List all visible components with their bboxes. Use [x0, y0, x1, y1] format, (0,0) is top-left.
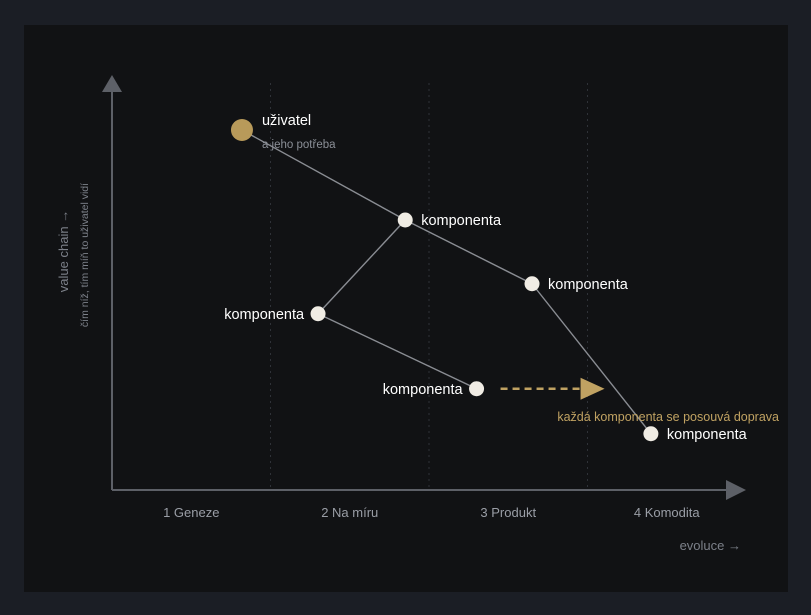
user-node: [230, 119, 253, 141]
phase-label: 4 Komodita: [634, 505, 701, 520]
phase-dividers: [270, 83, 588, 490]
dependency-edge: [317, 313, 477, 390]
component-label: komponenta: [548, 277, 629, 293]
dependency-edge: [531, 283, 652, 435]
wardley-map: value chain → čím níž, tím míň to uživat…: [56, 75, 779, 553]
phase-label: 3 Produkt: [480, 505, 536, 520]
y-axis-label: value chain →: [56, 210, 71, 292]
phase-label: 2 Na míru: [321, 505, 378, 520]
phase-label: 1 Geneze: [163, 505, 219, 520]
movement-arrow-icon: [580, 377, 605, 400]
component-node: [469, 381, 485, 397]
component-node: [643, 426, 659, 442]
x-axis-label: evoluce →: [680, 538, 741, 553]
phase-labels: 1 Geneze 2 Na míru 3 Produkt 4 Komodita: [163, 505, 700, 520]
y-axis-arrow-icon: [102, 75, 122, 92]
x-axis-arrow-icon: [726, 480, 746, 500]
dependency-edge: [317, 219, 406, 315]
user-label: uživatel: [262, 113, 311, 129]
component-node: [310, 306, 326, 322]
user-sublabel: a jeho potřeba: [262, 139, 336, 151]
nodes: uživatel a jeho potřeba komponenta komponen…: [224, 113, 747, 443]
movement-indicator: každá komponenta se posouvá doprava: [500, 377, 779, 424]
dependency-edge: [241, 129, 406, 221]
movement-label: každá komponenta se posouvá doprava: [557, 410, 779, 424]
component-label: komponenta: [224, 307, 305, 323]
y-axis-sublabel: čím níž, tím míň to uživatel vidí: [79, 183, 91, 327]
component-node: [524, 276, 540, 292]
component-node: [397, 212, 413, 228]
component-label: komponenta: [667, 427, 748, 443]
edges: [241, 129, 652, 435]
map-panel: value chain → čím níž, tím míň to uživat…: [24, 25, 788, 592]
component-label: komponenta: [383, 382, 464, 398]
dependency-edge: [404, 219, 533, 285]
component-label: komponenta: [421, 213, 502, 229]
